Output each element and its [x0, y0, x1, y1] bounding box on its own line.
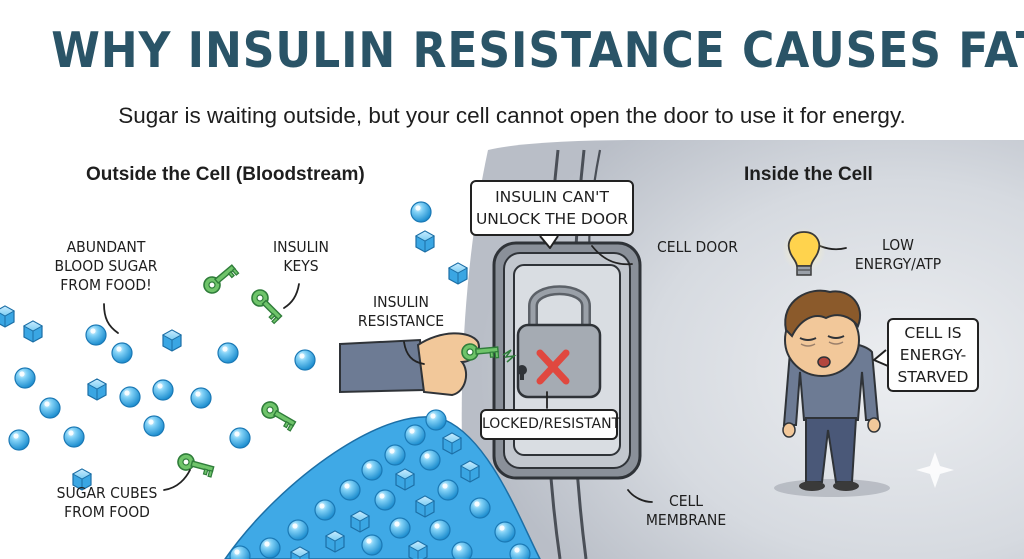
insulin-keys-label: INSULIN KEYS: [273, 238, 329, 275]
outside-heading: Outside the Cell (Bloodstream): [86, 164, 365, 185]
tired-person: [774, 289, 890, 497]
blood-sugar-label: ABUNDANT BLOOD SUGAR FROM FOOD!: [54, 238, 158, 294]
light-bulb-icon: [782, 228, 826, 276]
insulin-resistance-hand: [339, 332, 517, 397]
cant-unlock-callout: INSULIN CAN'T UNLOCK THE DOOR: [470, 180, 634, 236]
cell-membrane-label: CELL MEMBRANE: [645, 492, 727, 529]
pointer-lines: [103, 245, 847, 503]
sugar-pile: [224, 409, 541, 559]
page-subtitle: Sugar is waiting outside, but your cell …: [118, 103, 906, 128]
sparkle-icon: [916, 452, 954, 488]
sugar-cubes-label: SUGAR CUBES FROM FOOD: [56, 484, 158, 521]
cell-door-label: CELL DOOR: [657, 238, 738, 256]
locked-resistant-label: LOCKED/RESISTANT: [480, 409, 620, 440]
inside-heading: Inside the Cell: [744, 164, 873, 185]
energy-starved-callout: CELL IS ENERGY- STARVED: [887, 318, 979, 392]
low-energy-label: LOW ENERGY/ATP: [854, 236, 942, 273]
insulin-resistance-label: INSULIN RESISTANCE: [357, 293, 445, 330]
page-title: WHY INSULIN RESISTANCE CAUSES FATIGUE: [51, 22, 1024, 79]
x-mark-icon: [536, 349, 570, 385]
